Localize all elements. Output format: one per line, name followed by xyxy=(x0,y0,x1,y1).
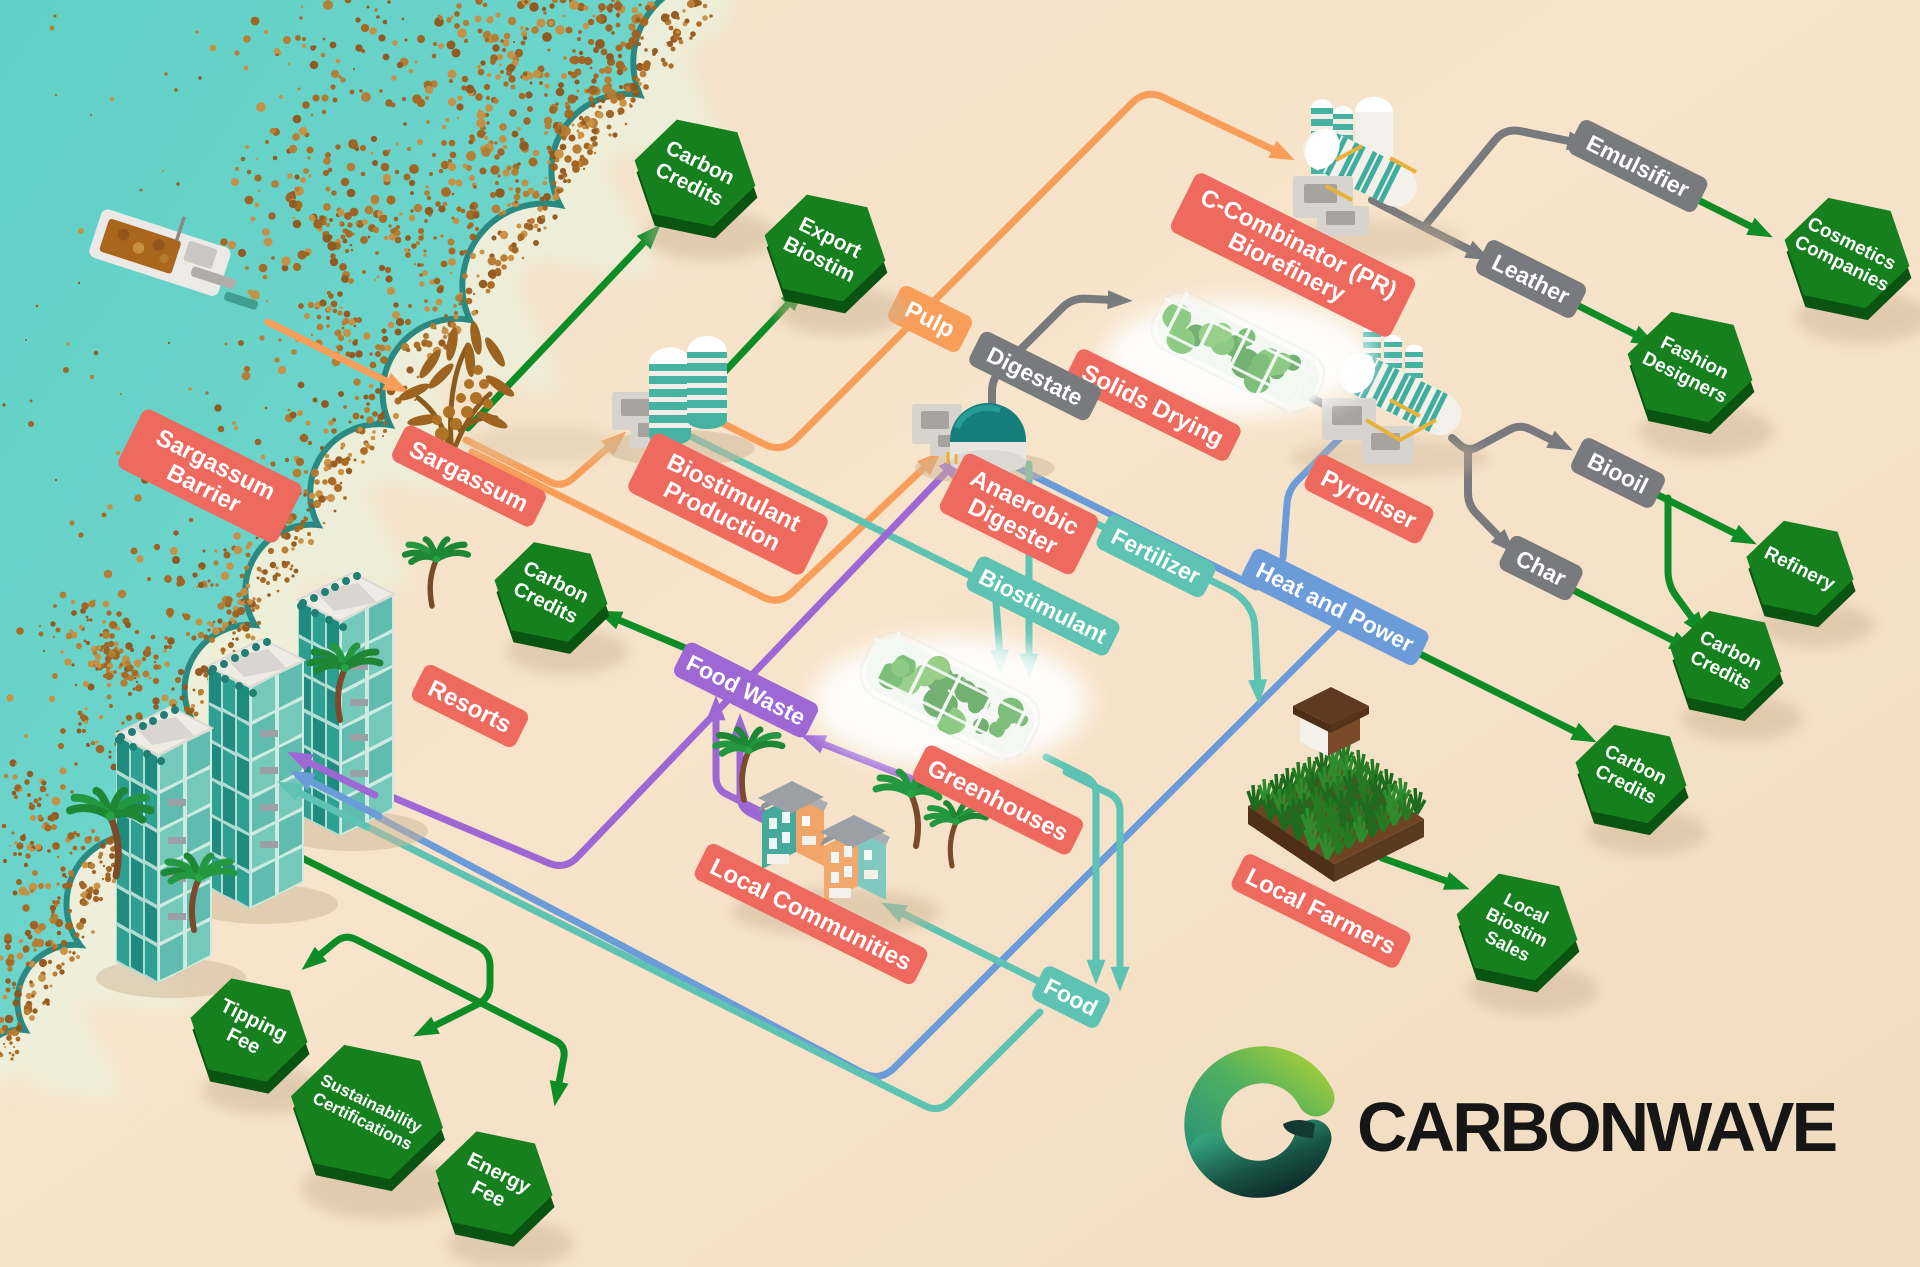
svg-text:CARBONWAVE: CARBONWAVE xyxy=(1357,1088,1835,1166)
